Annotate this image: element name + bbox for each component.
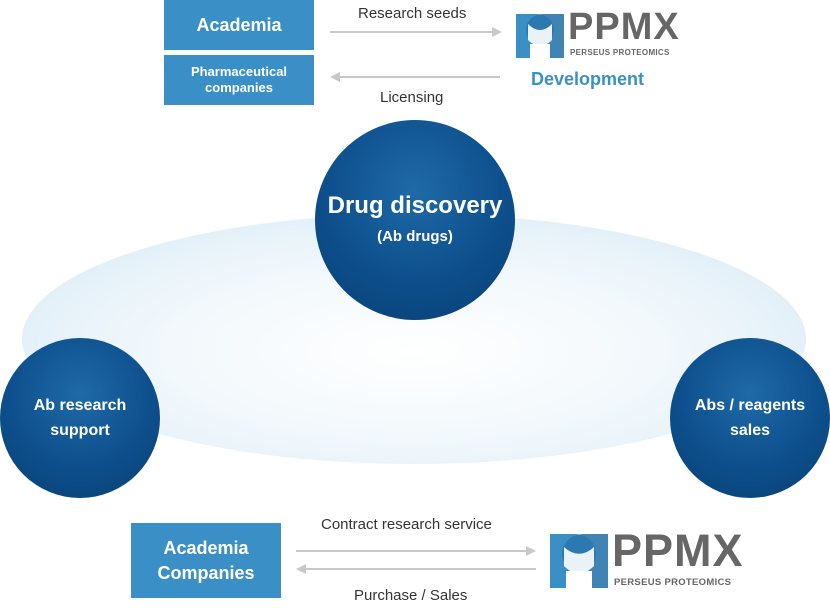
ppmx-logo-sub: PERSEUS PROTEOMICS	[614, 577, 732, 588]
bottom-companies-label: Companies	[157, 562, 255, 583]
drug-discovery-circle: Drug discovery (Ab drugs)	[315, 120, 515, 320]
contract-research-label: Contract research service	[321, 516, 492, 533]
research-seeds-label: Research seeds	[358, 5, 467, 22]
top-academia-box: Academia	[164, 0, 314, 50]
ppmx-mark-icon	[550, 534, 608, 588]
arrow-left-top	[330, 72, 500, 82]
ab-research-line1: Ab research	[33, 397, 127, 414]
top-pharma-label-2: companies	[205, 80, 273, 95]
abs-reagents-line1: Abs / reagents	[694, 397, 806, 414]
arrow-left-bottom	[296, 564, 536, 574]
ppmx-logo-word: PPMX	[568, 6, 680, 48]
drug-discovery-sub: (Ab drugs)	[377, 228, 453, 245]
bottom-academia-companies-box: Academia Companies	[131, 523, 281, 598]
top-pharma-box: Pharmaceutical companies	[164, 55, 314, 105]
development-label: Development	[531, 69, 645, 89]
ppmx-logo-bottom: PPMX PERSEUS PROTEOMICS	[548, 525, 743, 592]
ab-research-line2: support	[50, 422, 110, 439]
bottom-academia-label: Academia	[163, 537, 249, 558]
ppmx-logo-top: PPMX PERSEUS PROTEOMICS	[514, 6, 679, 62]
licensing-label: Licensing	[380, 89, 444, 106]
arrow-right-bottom	[296, 546, 536, 556]
ppmx-mark-icon	[516, 14, 564, 58]
top-pharma-label-1: Pharmaceutical	[190, 64, 288, 79]
drug-discovery-title: Drug discovery	[327, 192, 503, 219]
top-academia-label: Academia	[196, 14, 282, 35]
ppmx-logo-sub: PERSEUS PROTEOMICS	[570, 48, 670, 57]
ppmx-logo-word: PPMX	[612, 525, 744, 576]
abs-reagents-sales-circle: Abs / reagents sales	[670, 338, 830, 498]
purchase-sales-label: Purchase / Sales	[354, 587, 468, 604]
abs-reagents-line2: sales	[729, 422, 771, 439]
ab-research-support-circle: Ab research support	[0, 338, 160, 498]
arrow-right-top	[330, 27, 502, 37]
